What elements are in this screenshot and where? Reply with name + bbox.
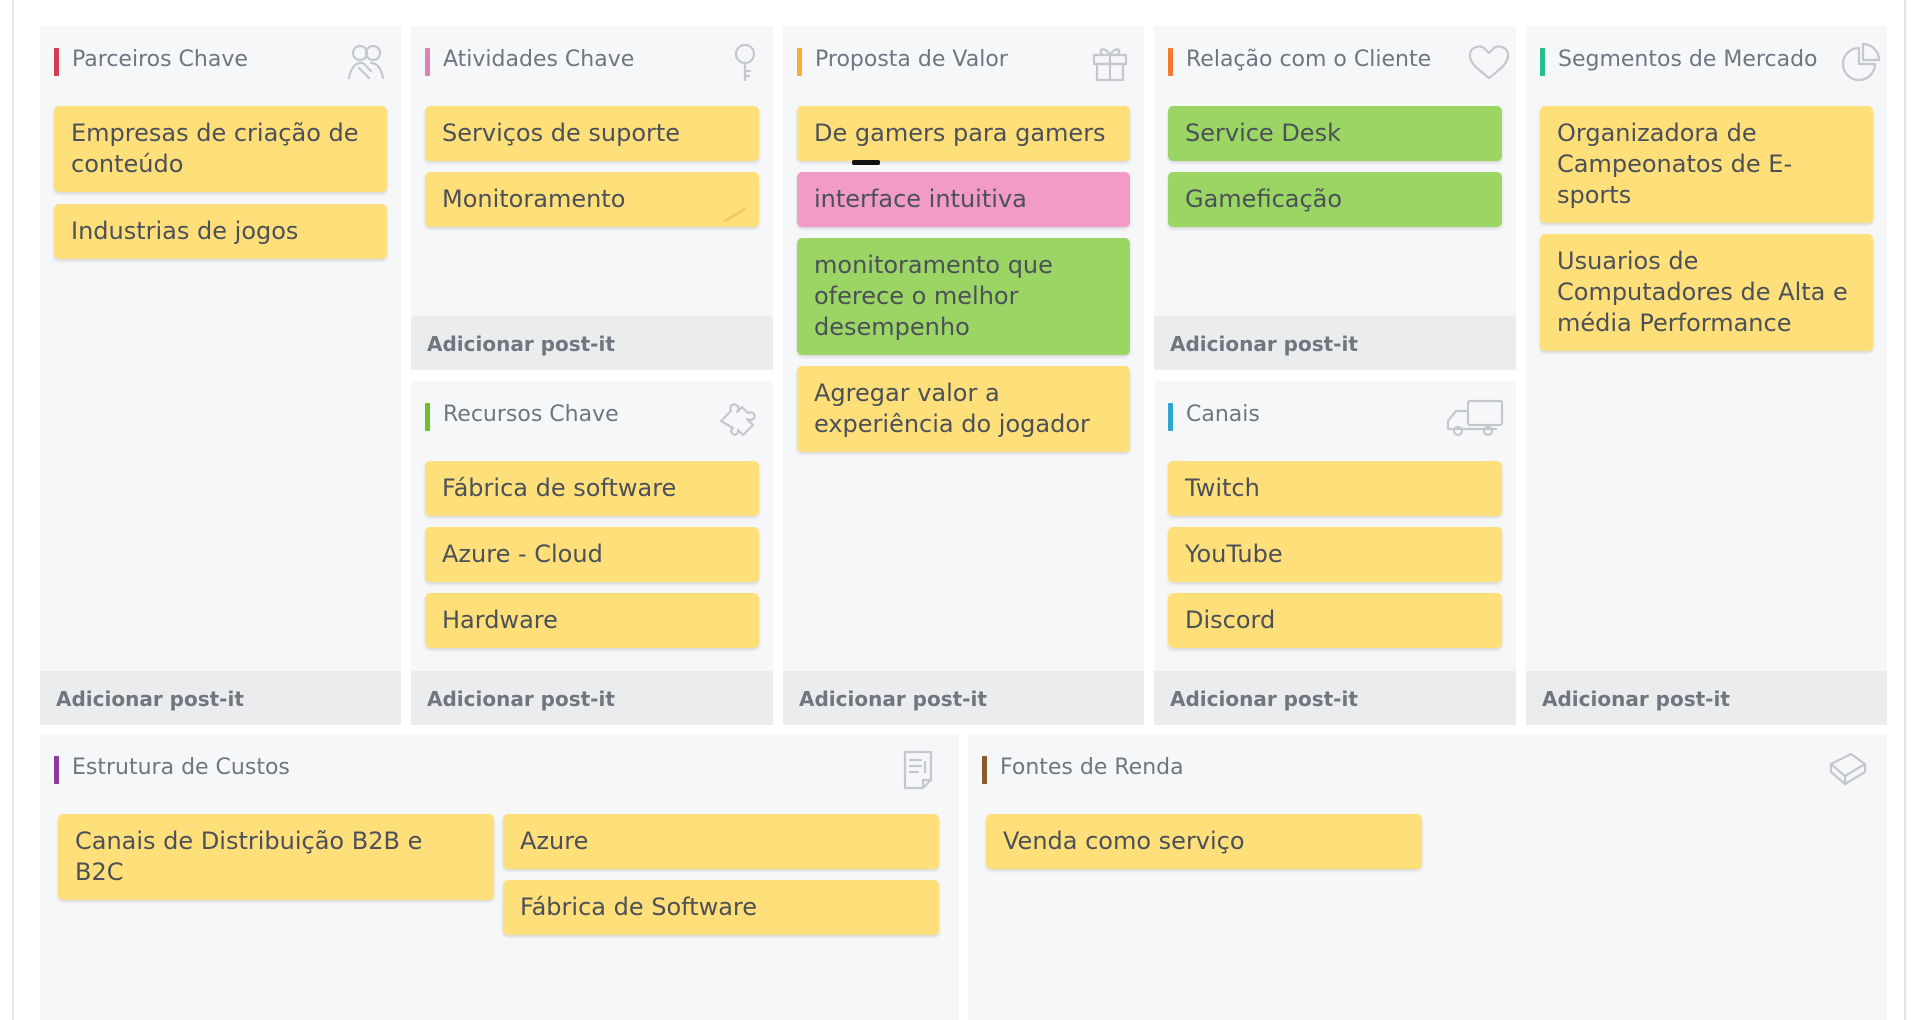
panel-title: Atividades Chave bbox=[443, 47, 635, 72]
post-it-note[interactable]: Canais de Distribuição B2B e B2C bbox=[58, 814, 494, 900]
post-it-note[interactable]: Fábrica de Software bbox=[503, 880, 939, 935]
panel-header: Segmentos de Mercado bbox=[1540, 42, 1881, 82]
add-post-it-label: Adicionar post-it bbox=[427, 332, 615, 356]
handshake-icon bbox=[343, 42, 389, 82]
post-it-note[interactable]: Serviços de suporte bbox=[425, 106, 759, 161]
panel-header: Parceiros Chave bbox=[54, 42, 391, 80]
key-icon bbox=[715, 42, 761, 82]
post-it-note[interactable]: Twitch bbox=[1168, 461, 1502, 516]
panel-header: Canais bbox=[1168, 397, 1506, 437]
panel-header: Relação com o Cliente bbox=[1168, 42, 1510, 80]
post-it-note[interactable]: De gamers para gamers bbox=[797, 106, 1130, 161]
panel-title: Recursos Chave bbox=[443, 402, 619, 427]
post-it-note[interactable]: Organizadora de Campeonatos de E-sports bbox=[1540, 106, 1873, 223]
panel-header: Atividades Chave bbox=[425, 42, 763, 82]
post-it-note[interactable]: Gameficação bbox=[1168, 172, 1502, 227]
add-post-it-label: Adicionar post-it bbox=[56, 687, 244, 711]
add-post-it-label: Adicionar post-it bbox=[427, 687, 615, 711]
pie-chart-icon bbox=[1837, 42, 1883, 82]
puzzle-icon bbox=[715, 397, 761, 437]
post-it-note[interactable]: interface intuitiva bbox=[797, 172, 1130, 227]
post-it-note[interactable]: Agregar valor a experiência do jogador bbox=[797, 366, 1130, 452]
panel-title: Relação com o Cliente bbox=[1186, 47, 1432, 72]
color-bar bbox=[1168, 48, 1173, 76]
post-it-note[interactable]: Fábrica de software bbox=[425, 461, 759, 516]
add-post-it-button[interactable]: Adicionar post-it bbox=[40, 671, 401, 725]
panel-title: Proposta de Valor bbox=[815, 47, 1008, 72]
invoice-icon bbox=[897, 750, 943, 790]
add-post-it-button[interactable]: Adicionar post-it bbox=[1154, 316, 1516, 370]
panel-proposta-de-valor: Proposta de Valor De gamers para gamers … bbox=[783, 26, 1144, 725]
post-it-note[interactable]: Service Desk bbox=[1168, 106, 1502, 161]
panel-header: Recursos Chave bbox=[425, 397, 763, 437]
color-bar bbox=[425, 403, 430, 431]
color-bar bbox=[425, 48, 430, 76]
post-it-note[interactable]: Discord bbox=[1168, 593, 1502, 648]
add-post-it-button[interactable]: Adicionar post-it bbox=[411, 671, 773, 725]
post-it-note[interactable]: Azure bbox=[503, 814, 939, 869]
add-post-it-button[interactable]: Adicionar post-it bbox=[1526, 671, 1887, 725]
text-cursor bbox=[852, 160, 880, 165]
truck-icon bbox=[1440, 397, 1506, 437]
pencil-icon[interactable] bbox=[721, 201, 749, 223]
post-it-text: Monitoramento bbox=[442, 185, 626, 213]
add-post-it-button[interactable]: Adicionar post-it bbox=[783, 671, 1144, 725]
panel-estrutura-de-custos: Estrutura de Custos Canais de Distribuiç… bbox=[40, 734, 959, 1020]
add-post-it-label: Adicionar post-it bbox=[1542, 687, 1730, 711]
heart-icon bbox=[1466, 42, 1512, 82]
panel-atividades-chave: Atividades Chave Serviços de suporte Mon… bbox=[411, 26, 773, 370]
panel-title: Estrutura de Custos bbox=[72, 755, 290, 780]
add-post-it-label: Adicionar post-it bbox=[799, 687, 987, 711]
post-it-note[interactable]: Venda como serviço bbox=[986, 814, 1422, 869]
color-bar bbox=[1168, 403, 1173, 431]
color-bar bbox=[1540, 48, 1545, 76]
post-it-note[interactable]: Empresas de criação de conteúdo bbox=[54, 106, 387, 192]
add-post-it-button[interactable]: Adicionar post-it bbox=[411, 316, 773, 370]
post-it-note[interactable]: Industrias de jogos bbox=[54, 204, 387, 259]
post-it-note[interactable]: Azure - Cloud bbox=[425, 527, 759, 582]
panel-recursos-chave: Recursos Chave Fábrica de software Azure… bbox=[411, 381, 773, 725]
right-scrollbar-track[interactable] bbox=[1904, 0, 1906, 1020]
panel-canais: Canais Twitch YouTube Discord Adicionar … bbox=[1154, 381, 1516, 725]
panel-header: Fontes de Renda bbox=[982, 750, 1877, 786]
panel-segmentos-de-mercado: Segmentos de Mercado Organizadora de Cam… bbox=[1526, 26, 1887, 725]
add-post-it-label: Adicionar post-it bbox=[1170, 687, 1358, 711]
add-post-it-label: Adicionar post-it bbox=[1170, 332, 1358, 356]
panel-fontes-de-renda: Fontes de Renda Venda como serviço bbox=[968, 734, 1887, 1020]
color-bar bbox=[54, 48, 59, 76]
money-icon bbox=[1825, 750, 1871, 790]
gift-icon bbox=[1086, 42, 1132, 82]
left-border bbox=[12, 0, 14, 1020]
panel-title: Canais bbox=[1186, 402, 1260, 427]
panel-title: Parceiros Chave bbox=[72, 47, 248, 72]
add-post-it-button[interactable]: Adicionar post-it bbox=[1154, 671, 1516, 725]
post-it-note[interactable]: Hardware bbox=[425, 593, 759, 648]
post-it-note[interactable]: Monitoramento bbox=[425, 172, 759, 227]
color-bar bbox=[54, 756, 59, 784]
panel-header: Estrutura de Custos bbox=[54, 750, 949, 790]
post-it-note[interactable]: YouTube bbox=[1168, 527, 1502, 582]
panel-header: Proposta de Valor bbox=[797, 42, 1134, 82]
post-it-note[interactable]: monitoramento que oferece o melhor desem… bbox=[797, 238, 1130, 355]
color-bar bbox=[797, 48, 802, 76]
post-it-note[interactable]: Usuarios de Computadores de Alta e média… bbox=[1540, 234, 1873, 351]
panel-title: Fontes de Renda bbox=[1000, 755, 1184, 780]
panel-title: Segmentos de Mercado bbox=[1558, 47, 1818, 72]
panel-parceiros-chave: Parceiros Chave Empresas de criação de c… bbox=[40, 26, 401, 725]
panel-relacao-com-o-cliente: Relação com o Cliente Service Desk Gamef… bbox=[1154, 26, 1516, 370]
color-bar bbox=[982, 756, 987, 784]
